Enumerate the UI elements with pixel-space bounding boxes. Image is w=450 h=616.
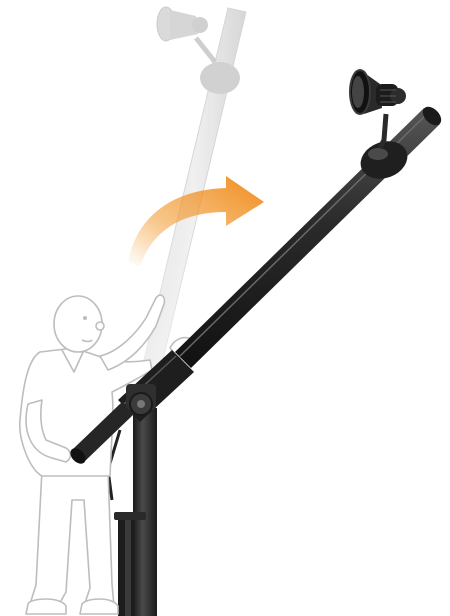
person-ear: [96, 322, 104, 330]
lamp-arm: [380, 114, 386, 148]
ghost-clamp: [200, 62, 240, 94]
stand-pole: [108, 408, 157, 616]
spotlight-lamp-icon: [350, 70, 406, 114]
person-right-shoe: [80, 599, 118, 614]
person-head: [54, 296, 102, 352]
person-legs: [30, 470, 114, 606]
ghost-lamp-icon: [157, 7, 208, 41]
person-left-shoe: [26, 599, 66, 614]
person-eye: [83, 316, 87, 320]
ghost-lamp-arm: [196, 38, 215, 62]
